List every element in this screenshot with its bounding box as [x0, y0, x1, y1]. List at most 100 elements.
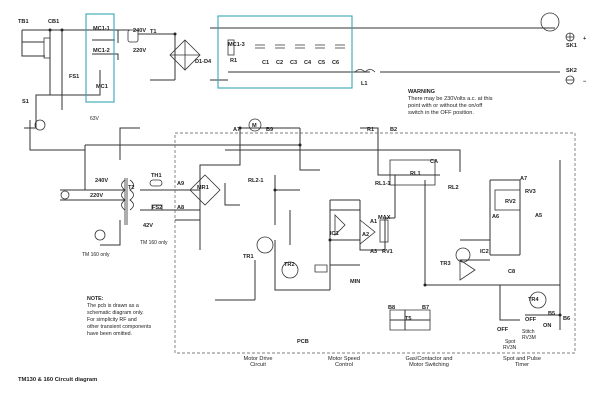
- section-motor-drive-2: Circuit: [250, 362, 266, 368]
- label-a7-right: A7: [520, 176, 527, 182]
- label-a5: A5: [535, 213, 542, 219]
- label-d1d4: D1-D4: [195, 59, 212, 65]
- components: [34, 12, 575, 331]
- label-mc1-1: MC1-1: [93, 26, 110, 32]
- label-rv1: RV1: [382, 249, 393, 255]
- label-c8: C8: [508, 269, 515, 275]
- label-sk1: SK1: [566, 43, 577, 49]
- label-220v-mid: 220V: [90, 193, 103, 199]
- mains-wiring: [21, 27, 561, 330]
- label-c6: C6: [332, 60, 339, 66]
- label-c1: C1: [262, 60, 269, 66]
- label-minus: −: [583, 79, 587, 85]
- capacitor-bank-highlight-box: [217, 15, 353, 89]
- label-rl1-1: RL1-1: [375, 181, 391, 187]
- label-a3: A3: [370, 249, 377, 255]
- label-a1: A1: [370, 219, 377, 225]
- diagram-caption: TM130 & 160 Circuit diagram: [18, 377, 97, 383]
- section-spot-1: Spot and Pulse: [503, 356, 541, 362]
- label-rl1: RL1: [410, 171, 421, 177]
- note-line-3: For simplicity RF and: [87, 317, 137, 323]
- label-on: ON: [543, 323, 551, 329]
- label-rl2: RL2: [448, 185, 459, 191]
- warning-title: WARNING: [408, 89, 435, 95]
- label-r1b: R1: [367, 127, 374, 133]
- label-rv3: RV3: [525, 189, 536, 195]
- label-b5: B5: [548, 311, 555, 317]
- label-max: MAX: [378, 215, 391, 221]
- label-240v-top: 240V: [133, 28, 146, 34]
- note-line-5: have been omitted.: [87, 331, 132, 337]
- label-a2: A2: [362, 232, 369, 238]
- label-b8: B8: [388, 305, 395, 311]
- label-ic1: IC1: [330, 231, 339, 237]
- label-rl2-1: RL2-1: [248, 178, 264, 184]
- contactor-highlight-box: [85, 13, 115, 103]
- junctions: [48, 28, 562, 317]
- section-spot-2: Timer: [515, 362, 529, 368]
- note-title: NOTE:: [87, 296, 104, 302]
- label-240v-mid: 240V: [95, 178, 108, 184]
- label-c4: C4: [304, 60, 312, 66]
- label-tm160-b: TM 160 only: [82, 252, 110, 258]
- label-tm160-a: TM 160 only: [140, 240, 168, 246]
- label-tr4: TR4: [528, 297, 539, 303]
- label-r1: R1: [230, 58, 237, 64]
- label-42v: 42V: [143, 223, 153, 229]
- section-motor-speed-2: Control: [335, 362, 353, 368]
- label-c3: C3: [290, 60, 297, 66]
- label-b7: B7: [422, 305, 429, 311]
- label-a6: A6: [492, 214, 499, 220]
- section-motor-speed-1: Motor Speed: [328, 356, 360, 362]
- label-s1: S1: [22, 99, 29, 105]
- label-rv2: RV2: [505, 199, 516, 205]
- note-line-2: schematic diagram only.: [87, 310, 144, 316]
- label-off-a: OFF: [525, 317, 537, 323]
- label-ic2: IC2: [480, 249, 489, 255]
- label-tr1: TR1: [243, 254, 254, 260]
- warning-line-3: switch in the OFF position.: [408, 110, 474, 116]
- section-motor-drive-1: Motor Drive: [244, 356, 273, 362]
- label-tr2: TR2: [284, 262, 295, 268]
- label-b6: B6: [563, 316, 570, 322]
- label-l1: L1: [361, 81, 368, 87]
- section-gas-2: Motor Switching: [409, 362, 449, 368]
- label-fs1: FS1: [69, 74, 79, 80]
- warning-block: WARNING There may be 230Volts a.c. at th…: [408, 89, 493, 116]
- section-titles: Motor Drive Circuit Motor Speed Control …: [244, 356, 541, 368]
- warning-line-2: point with or without the on/off: [408, 103, 483, 109]
- label-t1: T1: [150, 29, 157, 35]
- label-c2: C2: [276, 60, 283, 66]
- label-t5: T5: [405, 316, 412, 322]
- section-gas-1: Gas/Contactor and: [406, 356, 453, 362]
- label-rv3m: RV3M: [522, 335, 536, 341]
- label-rv3n: RV3N: [503, 345, 517, 351]
- note-line-1: The pcb is drawn as a: [87, 303, 139, 309]
- label-mr1: MR1: [197, 185, 209, 191]
- label-off-b: OFF: [497, 327, 509, 333]
- label-c5: C5: [318, 60, 325, 66]
- label-fs2: FS2: [152, 205, 162, 211]
- label-motor: M: [252, 123, 257, 129]
- label-b2: B2: [390, 127, 397, 133]
- label-th1: TH1: [151, 173, 162, 179]
- label-a8: A8: [177, 205, 184, 211]
- label-a7-top: A7: [233, 127, 240, 133]
- label-tr3: TR3: [440, 261, 451, 267]
- label-plus: +: [583, 36, 587, 42]
- label-mc1-coil: MC1: [96, 84, 108, 90]
- label-t2: T2: [128, 185, 135, 191]
- pcb-outline: [174, 132, 576, 354]
- label-63v: 63V: [90, 116, 100, 122]
- label-220v-top: 220V: [133, 48, 146, 54]
- label-b9: B9: [266, 127, 273, 133]
- label-mc1-3: MC1-3: [228, 42, 245, 48]
- label-mc1-2: MC1-2: [93, 48, 110, 54]
- label-sk2: SK2: [566, 68, 577, 74]
- label-spot: Spot: [505, 339, 516, 345]
- label-tb1: TB1: [18, 19, 29, 25]
- label-cb1: CB1: [48, 19, 59, 25]
- label-ca: CA: [430, 159, 438, 165]
- note-block: NOTE: The pcb is drawn as a schematic di…: [87, 296, 152, 337]
